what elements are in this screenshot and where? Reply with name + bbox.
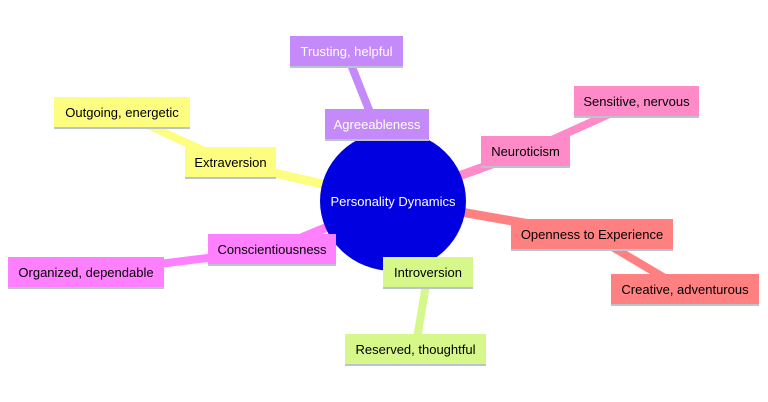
node-reserved-thoughtful[interactable]: Reserved, thoughtful [345, 334, 486, 366]
node-creative-adventurous-label: Creative, adventurous [621, 281, 749, 297]
node-outgoing-energetic-label: Outgoing, energetic [65, 104, 179, 120]
root-label: Personality Dynamics [330, 193, 456, 209]
node-conscientiousness-label: Conscientiousness [217, 241, 327, 257]
node-openness-to-experience-label: Openness to Experience [520, 226, 664, 242]
node-sensitive-nervous[interactable]: Sensitive, nervous [574, 86, 699, 118]
node-trusting-helpful[interactable]: Trusting, helpful [290, 36, 403, 68]
node-reserved-thoughtful-label: Reserved, thoughtful [355, 341, 476, 357]
node-trusting-helpful-label: Trusting, helpful [300, 43, 393, 59]
node-outgoing-energetic[interactable]: Outgoing, energetic [54, 97, 190, 129]
node-introversion-label: Introversion [394, 264, 462, 280]
node-organized-dependable[interactable]: Organized, dependable [8, 257, 164, 289]
node-neuroticism-label: Neuroticism [491, 143, 560, 159]
node-creative-adventurous[interactable]: Creative, adventurous [611, 274, 759, 306]
node-introversion[interactable]: Introversion [383, 257, 473, 289]
node-openness-to-experience[interactable]: Openness to Experience [511, 219, 673, 251]
node-sensitive-nervous-label: Sensitive, nervous [583, 93, 690, 109]
node-organized-dependable-label: Organized, dependable [18, 264, 154, 280]
node-neuroticism[interactable]: Neuroticism [481, 136, 570, 168]
node-extraversion-label: Extraversion [194, 154, 267, 170]
node-agreeableness[interactable]: Agreeableness [325, 109, 429, 141]
root-node[interactable]: Personality Dynamics [320, 131, 466, 271]
node-agreeableness-label: Agreeableness [333, 116, 421, 132]
node-extraversion[interactable]: Extraversion [185, 147, 276, 179]
node-conscientiousness[interactable]: Conscientiousness [208, 234, 336, 266]
